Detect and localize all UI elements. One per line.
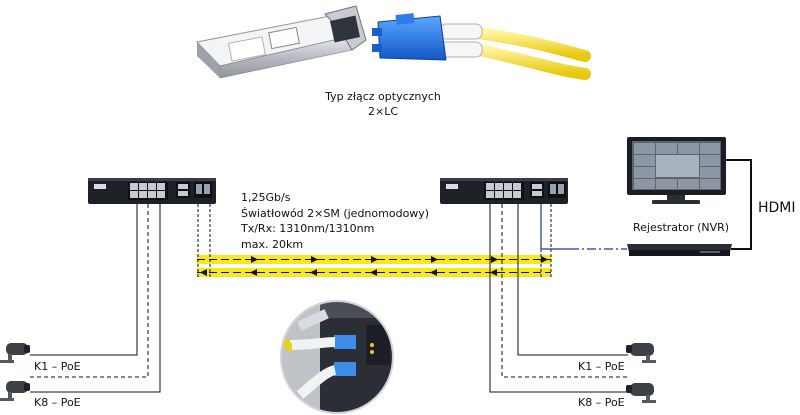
sfp-photo-inset xyxy=(280,300,394,414)
left-camera-k1-icon xyxy=(0,343,30,363)
fiber-link xyxy=(197,204,552,277)
sfp-module-icon xyxy=(196,5,367,79)
link-distance: max. 20km xyxy=(241,237,304,251)
hdmi-label: HDMI xyxy=(758,200,796,216)
monitor-icon xyxy=(627,137,726,204)
nvr-recorder-icon xyxy=(627,244,732,256)
lc-connector-icon xyxy=(372,13,591,80)
link-spec-block: 1,25Gb/s Światłowód 2×SM (jednomodowy) T… xyxy=(241,190,441,252)
right-camera-k8-label: K8 – PoE xyxy=(578,396,625,409)
left-switch-icon xyxy=(88,178,216,204)
link-wavelength: Tx/Rx: 1310nm/1310nm xyxy=(241,222,375,235)
left-camera-k8-label: K8 – PoE xyxy=(34,396,81,409)
recorder-label: Rejestrator (NVR) xyxy=(633,221,730,234)
right-camera-k1-icon xyxy=(626,343,656,363)
right-switch-icon xyxy=(440,178,568,204)
left-camera-cables xyxy=(30,204,161,393)
link-fiber-type: Światłowód 2×SM (jednomodowy) xyxy=(241,206,430,220)
right-camera-cables xyxy=(489,204,628,393)
left-camera-k8-icon xyxy=(0,381,30,401)
connector-caption-line2: 2×LC xyxy=(367,105,399,118)
connector-caption-line1: Typ złącz optycznych xyxy=(325,90,441,103)
hdmi-cable xyxy=(726,159,752,250)
nvr-link xyxy=(540,204,627,250)
link-speed: 1,25Gb/s xyxy=(241,191,291,204)
left-camera-k1-label: K1 – PoE xyxy=(34,360,81,373)
right-camera-k1-label: K1 – PoE xyxy=(578,360,625,373)
right-camera-k8-icon xyxy=(626,383,656,403)
connector-caption: Typ złącz optycznych 2×LC xyxy=(318,89,448,119)
